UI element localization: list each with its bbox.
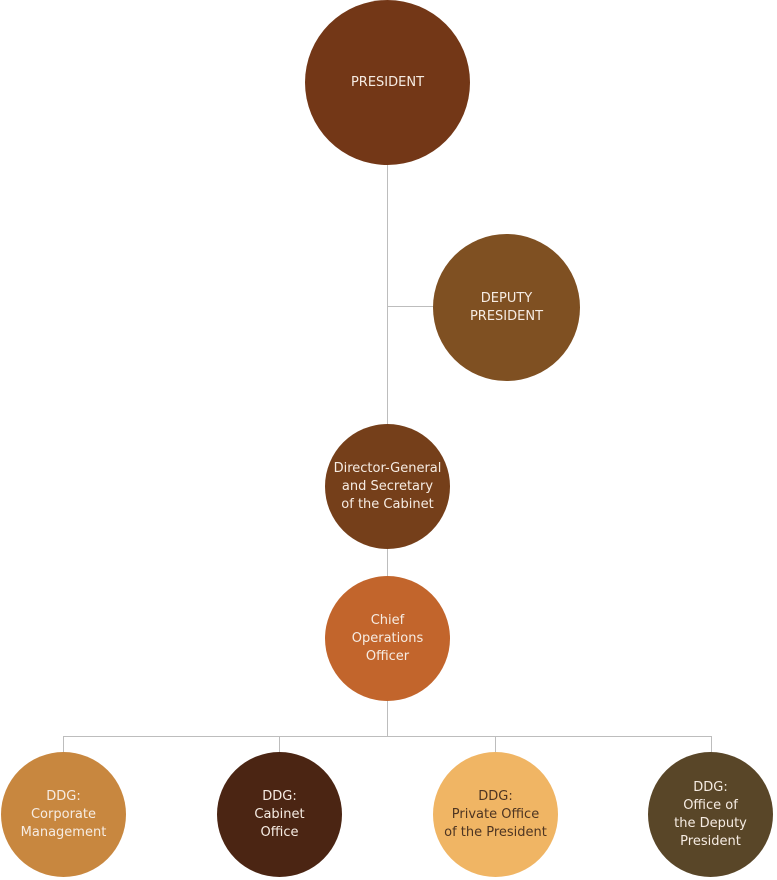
node-ddg-corporate: DDG: Corporate Management xyxy=(1,752,126,877)
connector-ddg-deputy-office xyxy=(711,736,712,753)
node-director-general: Director-General and Secretary of the Ca… xyxy=(325,424,450,549)
node-director-general-label: Director-General and Secretary of the Ca… xyxy=(333,460,442,512)
node-coo-label: Chief Operations Officer xyxy=(351,612,424,664)
connector-ddg-private xyxy=(495,736,496,753)
node-ddg-cabinet: DDG: Cabinet Office xyxy=(217,752,342,877)
node-deputy-president-label: DEPUTY PRESIDENT xyxy=(469,290,544,324)
connector-president-trunk xyxy=(387,164,388,577)
connector-bottom-bar xyxy=(63,736,712,737)
node-president: PRESIDENT xyxy=(305,0,470,165)
connector-ddg-corporate xyxy=(63,736,64,753)
connector-coo-down xyxy=(387,700,388,736)
node-ddg-cabinet-label: DDG: Cabinet Office xyxy=(254,788,305,840)
node-president-label: PRESIDENT xyxy=(350,74,425,90)
node-ddg-corporate-label: DDG: Corporate Management xyxy=(20,788,107,840)
node-deputy-president: DEPUTY PRESIDENT xyxy=(433,234,580,381)
node-ddg-deputy-office-label: DDG: Office of the Deputy President xyxy=(674,779,747,849)
node-ddg-deputy-office: DDG: Office of the Deputy President xyxy=(648,752,773,877)
node-ddg-private: DDG: Private Office of the President xyxy=(433,752,558,877)
node-ddg-private-label: DDG: Private Office of the President xyxy=(444,788,547,840)
connector-deputy-branch xyxy=(387,306,434,307)
node-coo: Chief Operations Officer xyxy=(325,576,450,701)
connector-ddg-cabinet xyxy=(279,736,280,753)
